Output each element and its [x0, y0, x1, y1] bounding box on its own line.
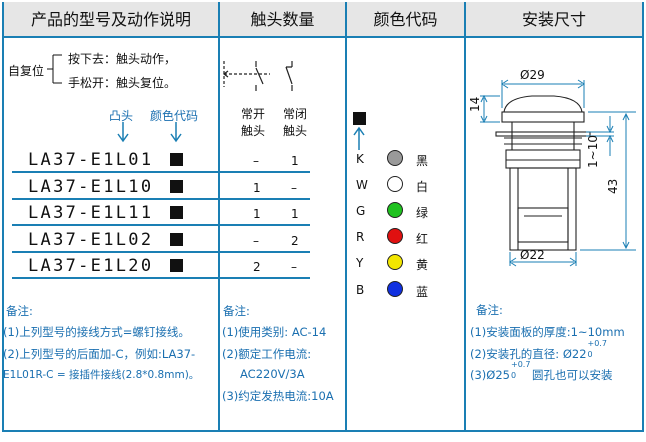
model-color-square-5 [170, 259, 183, 272]
row-divider-4 [12, 251, 310, 253]
color-name-r: 红 [416, 232, 429, 246]
dim-h1-10: 1~10 [586, 135, 600, 168]
notes3-line2-sup: +0.7 [587, 339, 607, 348]
contact-no-5: 2 [253, 260, 261, 274]
contact-no-2: 1 [253, 181, 261, 195]
notes3-line2-text: (2)安装孔的直径: Ø22 [470, 347, 587, 361]
legend-color-code: 颜色代码 [150, 109, 199, 123]
color-name-k: 黑 [416, 154, 429, 168]
button-dimension-drawing [480, 79, 636, 267]
notes2-line2: (2)额定工作电流: [222, 347, 312, 361]
color-code-w: W [356, 178, 368, 192]
row-divider-2 [12, 198, 310, 200]
color-dot-b [387, 281, 403, 297]
header-contacts: 触头数量 [250, 10, 315, 29]
header-cell-color: 颜色代码 [347, 2, 464, 38]
notes3-title: 备注: [476, 303, 503, 317]
model-name-5: LA37-E1L20 [28, 256, 154, 276]
color-dot-k [387, 150, 403, 166]
notes2-line4: (3)约定发热电流:10A [222, 389, 334, 403]
header-cell-dimensions: 安装尺寸 [466, 2, 642, 38]
action-brace [47, 54, 62, 84]
color-legend-arrow-icon [353, 126, 365, 150]
model-color-square-4 [170, 233, 183, 246]
legend-cam: 凸头 [109, 109, 134, 123]
model-name-1: LA37-E1L01 [28, 150, 154, 170]
notes3-line3-sub: 0 [510, 371, 517, 380]
notes3-line3: (3)Ø25+0.7 0 圆孔也可以安装 [470, 360, 613, 383]
dim-h14: 14 [468, 96, 482, 112]
action-press: 按下去：触头动作， [68, 52, 177, 66]
model-color-square-3 [170, 206, 183, 219]
notes2-line1: (1)使用类别: AC-14 [222, 325, 327, 339]
model-color-square-1 [170, 153, 183, 166]
header-dimensions: 安装尺寸 [521, 10, 586, 29]
header-model: 产品的型号及动作说明 [30, 10, 191, 29]
contact-nc-4: 2 [291, 234, 299, 248]
contact-no-label-2: 触头 [241, 124, 266, 138]
header-cell-contacts: 触头数量 [220, 2, 345, 38]
color-name-w: 白 [416, 180, 429, 194]
dim-d29: Ø29 [520, 68, 545, 82]
column-divider-2 [345, 2, 347, 432]
notes1-line1: (1)上列型号的接线方式=螺钉接线。 [3, 325, 190, 339]
color-name-y: 黄 [416, 258, 429, 272]
legend-arrow-cam-icon [117, 122, 129, 143]
model-name-3: LA37-E1L11 [28, 203, 154, 223]
notes3-line2: (2)安装孔的直径: Ø22+0.7 0 [470, 339, 609, 362]
column-divider-1 [218, 2, 220, 432]
notes3-line3-sup: +0.7 [510, 360, 531, 369]
contact-no-4: – [253, 234, 259, 248]
color-code-k: K [356, 152, 364, 166]
notes3-line3-post: 圆孔也可以安装 [531, 368, 613, 382]
notes1-line2: (2)上列型号的后面加-C，例如:LA37- [3, 347, 196, 361]
notes2-line3: AC220V/3A [240, 367, 305, 381]
contact-no-3: 1 [253, 207, 261, 221]
color-dot-y [387, 254, 403, 270]
color-legend-square [353, 112, 366, 125]
color-name-b: 蓝 [416, 285, 429, 299]
color-code-y: Y [356, 256, 364, 270]
notes3-line3-pre: (3)Ø25 [470, 368, 510, 382]
contact-nc-5: – [291, 260, 297, 274]
contact-nc-label-2: 触头 [283, 124, 308, 138]
contact-no-label-1: 常开 [241, 107, 266, 121]
notes3-line1: (1)安装面板的厚度:1~10mm [470, 325, 625, 339]
color-dot-g [387, 202, 403, 218]
notes1-line3: E1L01R-C = 接插件接线(2.8*0.8mm)。 [3, 369, 200, 381]
action-label: 自复位 [8, 64, 45, 78]
contact-nc-label-1: 常闭 [283, 107, 308, 121]
model-name-2: LA37-E1L10 [28, 177, 154, 197]
color-name-g: 绿 [416, 206, 429, 220]
column-divider-3 [464, 2, 466, 432]
notes2-title: 备注: [223, 304, 250, 318]
color-dot-r [387, 228, 403, 244]
row-divider-1 [12, 171, 310, 173]
contact-no-1: – [253, 154, 259, 168]
contact-schematic-icon [223, 61, 293, 91]
model-name-4: LA37-E1L02 [28, 230, 154, 250]
legend-arrow-color-icon [170, 122, 182, 143]
color-code-g: G [356, 204, 366, 218]
model-color-square-2 [170, 180, 183, 193]
contact-nc-2: – [291, 181, 297, 195]
row-divider-3 [12, 224, 310, 226]
header-color: 颜色代码 [373, 10, 438, 29]
header-cell-model: 产品的型号及动作说明 [4, 2, 218, 38]
dim-h43: 43 [606, 178, 620, 194]
color-dot-w [387, 176, 403, 192]
contact-nc-1: 1 [291, 154, 299, 168]
contact-nc-3: 1 [291, 207, 299, 221]
notes1-title: 备注: [6, 304, 33, 318]
dim-d22: Ø22 [520, 248, 545, 262]
notes3-line2-sub: 0 [587, 350, 593, 359]
color-code-r: R [356, 230, 365, 244]
action-release: 手松开：触头复位。 [68, 76, 177, 90]
row-divider-5 [12, 277, 310, 279]
color-code-b: B [356, 283, 365, 297]
